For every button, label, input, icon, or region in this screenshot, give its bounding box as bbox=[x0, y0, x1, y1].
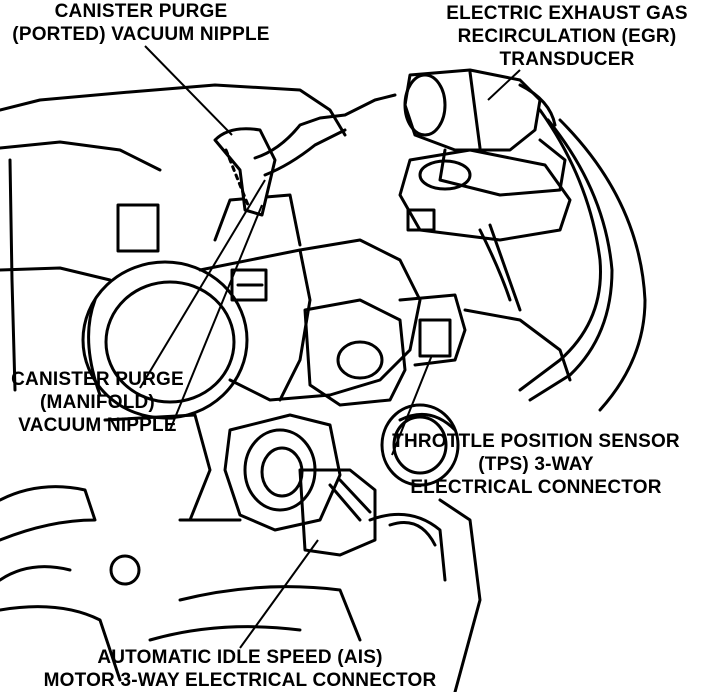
lower-harness bbox=[368, 512, 447, 582]
label-line: TRANSDUCER bbox=[499, 49, 635, 70]
ported-vacuum-hose bbox=[213, 127, 277, 217]
label-line: ELECTRICAL CONNECTOR bbox=[410, 477, 662, 498]
label-line: CANISTER PURGE bbox=[11, 369, 184, 390]
leader-egr-transducer bbox=[487, 69, 521, 101]
label-canister-purge-ported: CANISTER PURGE (PORTED) VACUUM NIPPLE bbox=[0, 0, 282, 46]
tps-sensor bbox=[303, 298, 407, 407]
throttle-housing bbox=[198, 238, 422, 402]
label-canister-purge-manifold: CANISTER PURGE (MANIFOLD) VACUUM NIPPLE bbox=[0, 368, 195, 437]
label-line: VACUUM NIPPLE bbox=[18, 415, 177, 436]
label-line: (MANIFOLD) bbox=[40, 392, 155, 413]
throttle-linkage bbox=[380, 403, 460, 487]
leader-manifold-nipple-2 bbox=[169, 204, 263, 431]
egr-valve-base bbox=[398, 148, 572, 242]
label-line: AUTOMATIC IDLE SPEED (AIS) bbox=[97, 647, 383, 668]
ais-motor bbox=[223, 413, 342, 532]
leader-ported-nipple bbox=[144, 45, 233, 136]
label-line: RECIRCULATION (EGR) bbox=[457, 26, 677, 47]
leader-manifold-nipple-1 bbox=[139, 179, 266, 389]
egr-wiring bbox=[518, 108, 602, 392]
label-ais-connector: AUTOMATIC IDLE SPEED (AIS) MOTOR 3-WAY E… bbox=[0, 646, 480, 692]
egr-transducer-body bbox=[403, 68, 542, 152]
leader-ais-connector bbox=[239, 539, 319, 649]
ais-connector bbox=[298, 468, 377, 557]
left-bracket-edge bbox=[8, 158, 17, 392]
label-line: THROTTLE POSITION SENSOR bbox=[392, 431, 680, 452]
label-egr-transducer: ELECTRIC EXHAUST GAS RECIRCULATION (EGR)… bbox=[430, 2, 704, 71]
label-line: ELECTRIC EXHAUST GAS bbox=[446, 3, 688, 24]
label-line: MOTOR 3-WAY ELECTRICAL CONNECTOR bbox=[43, 670, 437, 691]
leader-tps-connector bbox=[391, 354, 433, 456]
label-line: (PORTED) VACUUM NIPPLE bbox=[12, 24, 270, 45]
label-line: CANISTER PURGE bbox=[54, 1, 228, 22]
label-tps-connector: THROTTLE POSITION SENSOR (TPS) 3-WAY ELE… bbox=[378, 430, 694, 499]
intake-plenum bbox=[0, 83, 347, 137]
lower-hose bbox=[0, 485, 97, 542]
label-line: (TPS) 3-WAY bbox=[478, 454, 594, 475]
